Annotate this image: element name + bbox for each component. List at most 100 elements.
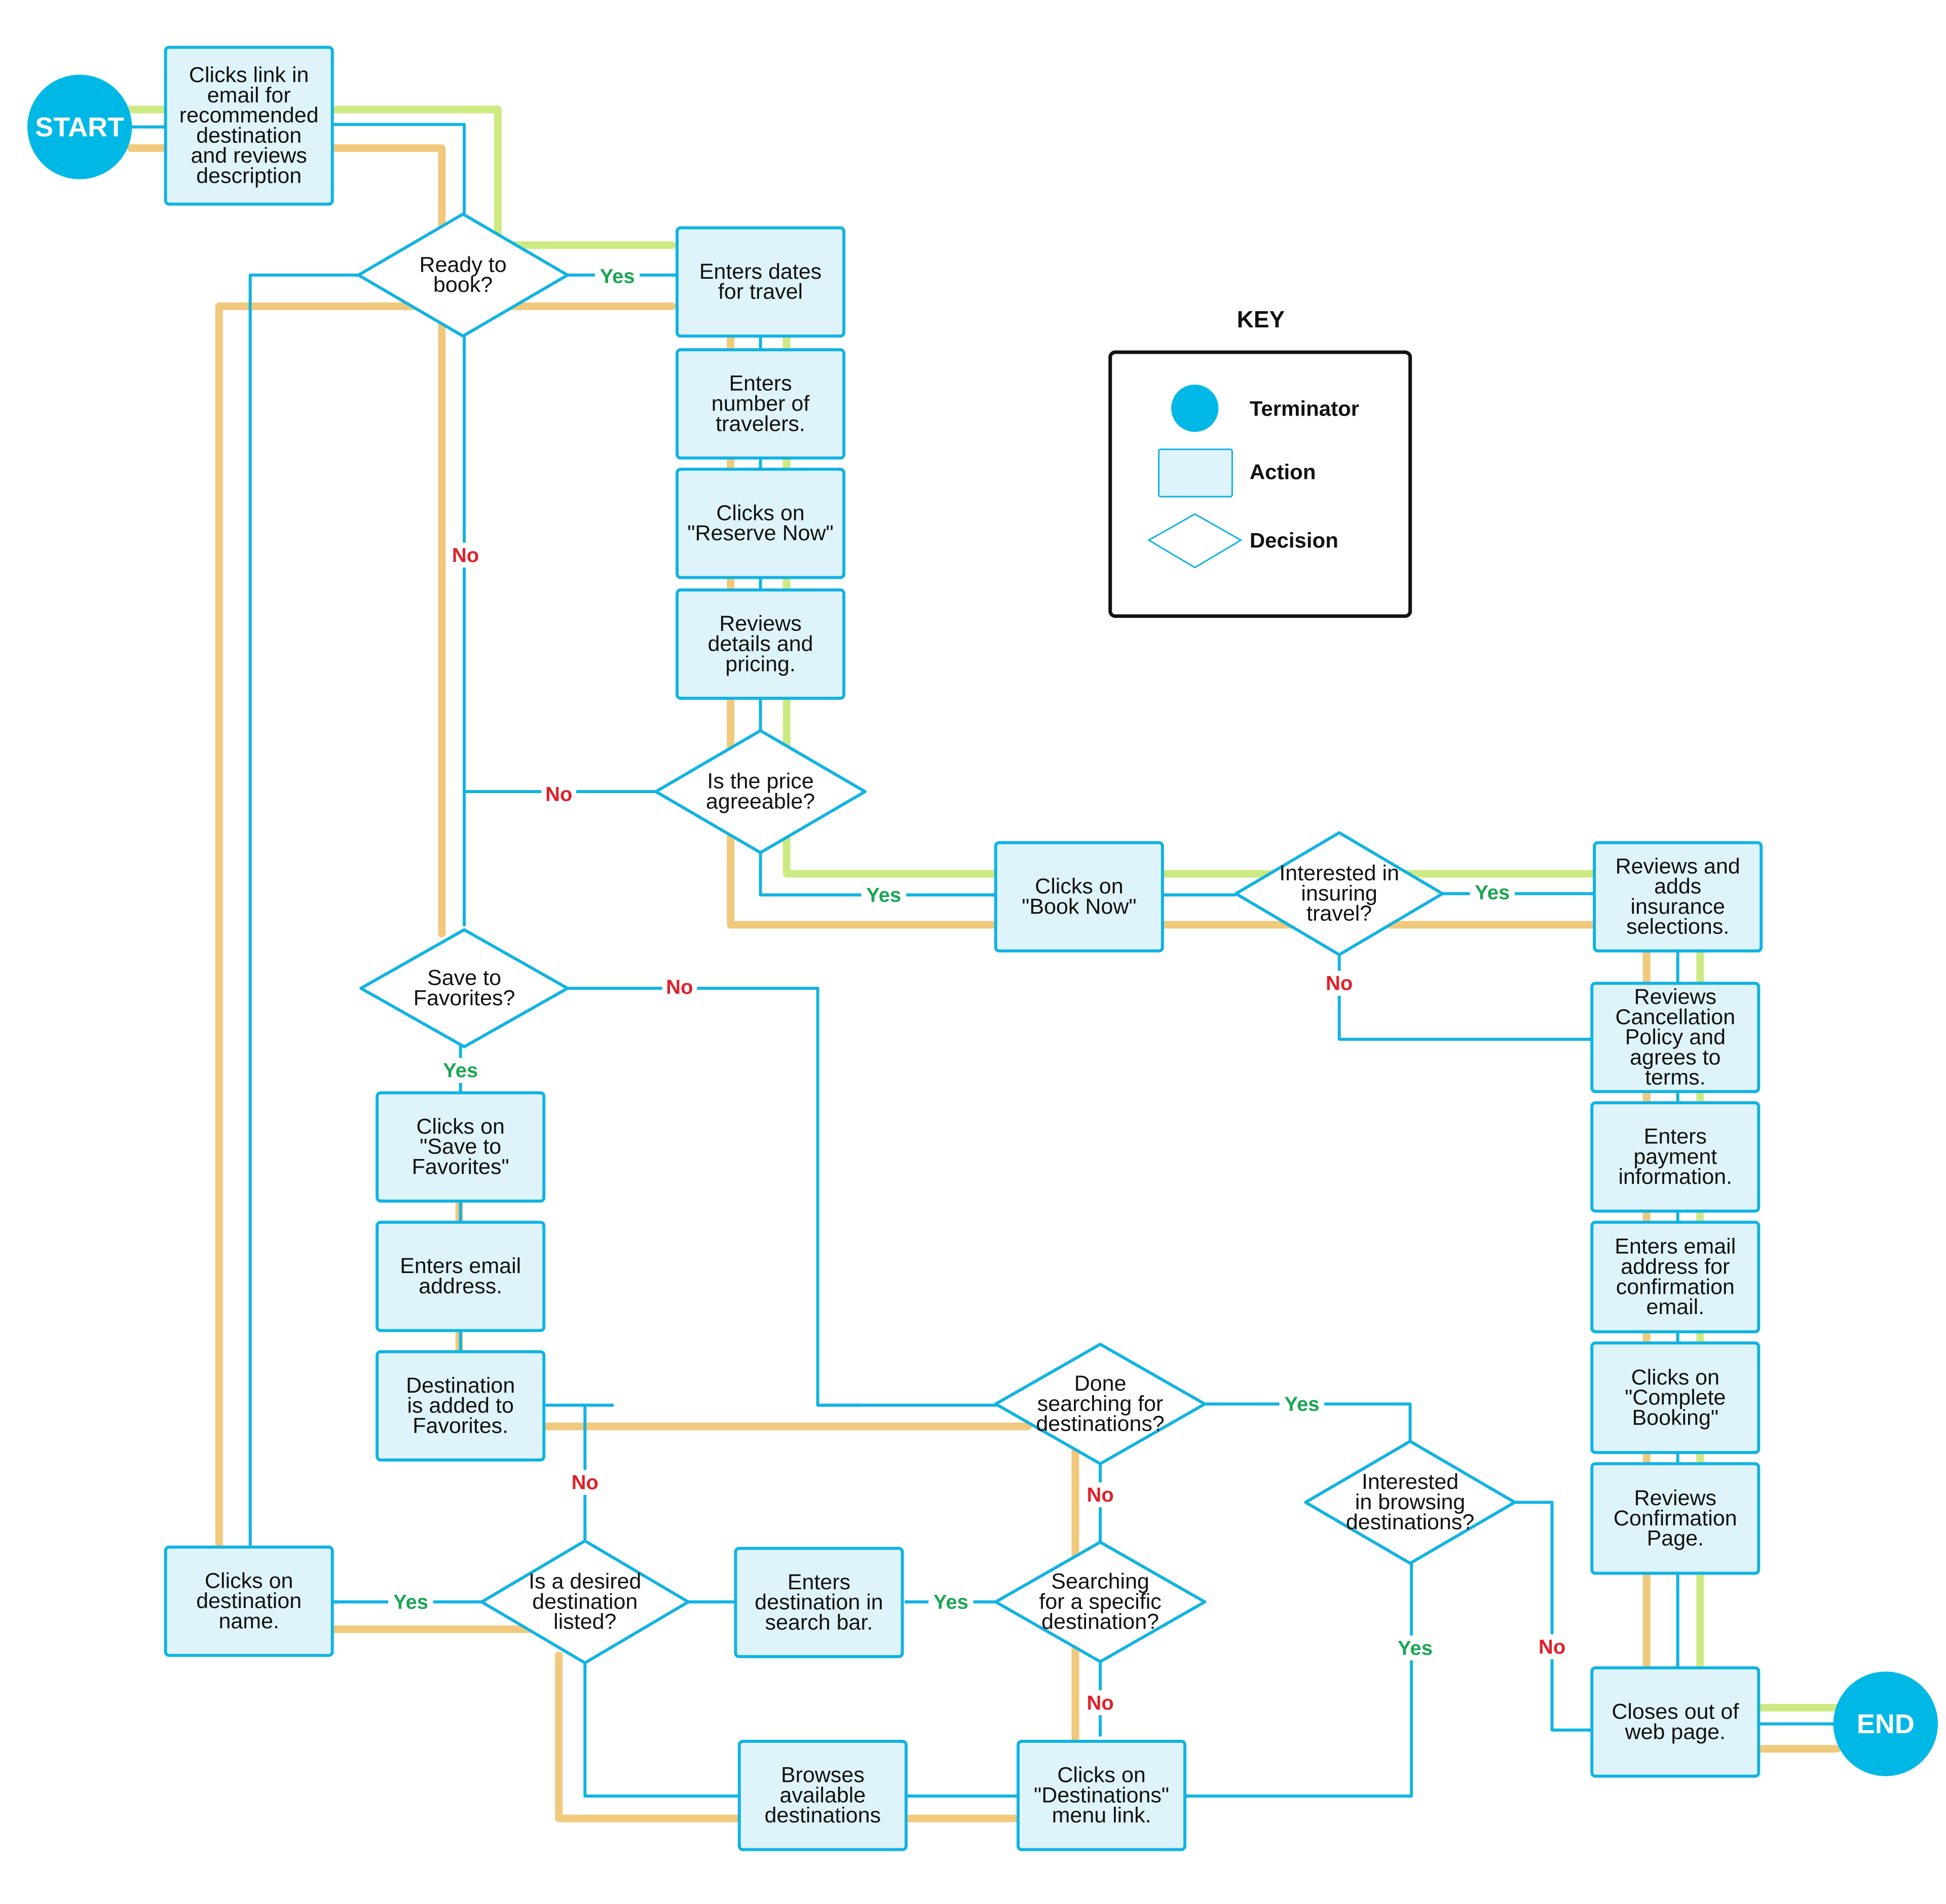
yes-label: Yes (866, 884, 901, 906)
label-line: Clicks link in (189, 63, 309, 87)
decision-diamond (654, 729, 867, 854)
label-line: Is the price (707, 769, 813, 794)
label-line: web page. (1625, 1720, 1726, 1744)
label-line: information. (1618, 1165, 1732, 1189)
action-box (1590, 982, 1761, 1093)
key-terminator-label: Terminator (1250, 396, 1359, 420)
key-decision-label: Decision (1250, 529, 1338, 552)
edge-label-bg (388, 1589, 433, 1615)
action-box (1590, 1220, 1761, 1333)
label-line: number of (712, 392, 810, 416)
no-label: No (545, 783, 572, 805)
label-line: Cancellation (1615, 1005, 1735, 1029)
edge-label-bg (1279, 1391, 1325, 1416)
label-line: Reviews (1634, 1486, 1717, 1510)
action-box (1593, 841, 1763, 953)
no-label: No (452, 544, 479, 567)
label-line: Policy and (1625, 1025, 1726, 1050)
label-line: for travel (718, 280, 803, 304)
label-line: listed? (553, 1610, 616, 1634)
action-box (1590, 1341, 1761, 1454)
label-line: name. (218, 1609, 279, 1633)
label-line: travelers. (716, 412, 805, 436)
connector-line (1185, 1562, 1413, 1796)
no-label: No (1326, 973, 1353, 995)
label-line: Enters (1644, 1125, 1707, 1149)
action-box (164, 46, 334, 206)
label-line: agrees to (1630, 1045, 1720, 1069)
label-line: available (780, 1783, 866, 1807)
end-terminator: END (1833, 1671, 1938, 1776)
label-line: Confirmation (1614, 1506, 1737, 1530)
label-line: Browses (781, 1763, 865, 1787)
label-line: "Complete (1625, 1386, 1726, 1410)
label-line: selections. (1626, 915, 1729, 939)
yes-label: Yes (933, 1591, 968, 1613)
decision-diamond (994, 1541, 1207, 1663)
label-line: destinations? (1036, 1412, 1164, 1436)
label-line: destination? (1041, 1610, 1159, 1634)
label-line: destination (196, 124, 302, 148)
label-line: Reviews (1634, 985, 1717, 1009)
label-line: "Destinations" (1034, 1783, 1169, 1807)
label-line: email for (207, 83, 291, 107)
edge-label-bg (541, 781, 577, 807)
connector-line (759, 851, 996, 895)
orange-path-segment (215, 302, 676, 1551)
label-line: Clicks on (1631, 1365, 1719, 1390)
label-line: Reviews (719, 612, 802, 636)
yes-label: Yes (393, 1591, 428, 1613)
action-box (1590, 1101, 1761, 1213)
action-box (376, 1091, 546, 1203)
highlight-paths (127, 105, 1841, 1822)
label-line: destinations? (1346, 1510, 1474, 1535)
label-line: travel? (1306, 902, 1372, 926)
decision-diamond (1304, 1440, 1516, 1565)
action-box (676, 226, 846, 338)
action-box (376, 1220, 546, 1332)
label-line: pricing. (725, 652, 796, 676)
no-label: No (666, 976, 693, 998)
start-terminator: START (27, 74, 132, 179)
label-line: Clicks on (1035, 874, 1123, 899)
label-line: search bar. (765, 1610, 873, 1634)
label-line: Page. (1647, 1526, 1704, 1551)
label-line: Favorites" (412, 1155, 509, 1179)
decision-diamond (994, 1342, 1207, 1466)
reserve-now-box: Clicks on"Reserve Now" (676, 467, 846, 579)
label-line: Done (1074, 1371, 1127, 1396)
edge-label-bg (438, 1058, 483, 1083)
key-decision-swatch (1147, 513, 1243, 569)
label-line: Favorites. (413, 1413, 508, 1438)
edge-label-bg (928, 1589, 974, 1615)
label-line: Enters dates (699, 259, 821, 284)
yes-label: Yes (443, 1060, 478, 1082)
label-line: destination (196, 1589, 302, 1613)
